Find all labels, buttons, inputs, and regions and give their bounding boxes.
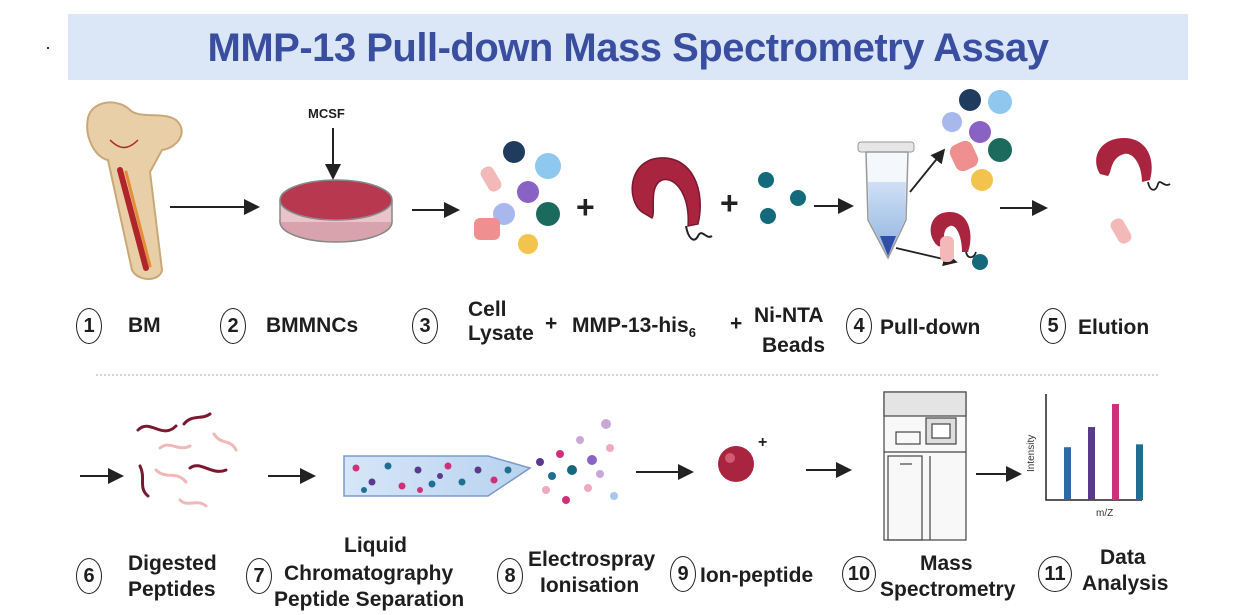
page-title: MMP-13 Pull-down Mass Spectrometry Assay [207, 26, 1049, 70]
plus-label-2: + [730, 312, 743, 335]
step-number-1: 1 [76, 308, 102, 344]
step-label-elution: Elution [1078, 316, 1150, 339]
reagent-mmp13-label: MMP-13-his6 [572, 314, 696, 341]
step-number-2: 2 [220, 308, 246, 344]
chart-bar [1088, 427, 1095, 500]
step-label-ion-peptide: Ion-peptide [700, 564, 814, 587]
plus-sign-2: + [720, 185, 739, 221]
eluted-protein-icon [1096, 138, 1171, 244]
reagent-mmp13-subscript: 6 [688, 325, 696, 341]
reagent-beads-line1: Ni-NTA [754, 304, 824, 327]
step-label-ionisation: Ionisation [540, 574, 640, 597]
step-label-analysis: Analysis [1082, 572, 1169, 595]
step-label-chromatography: Chromatography [284, 562, 454, 585]
chart-bar [1136, 444, 1143, 500]
ni-nta-beads-icon [758, 172, 806, 224]
step-label-data: Data [1100, 546, 1146, 569]
lc-column-icon [343, 455, 532, 497]
step-label-spectrometry: Spectrometry [880, 578, 1016, 601]
electrospray-droplets-icon [536, 419, 618, 504]
step-label-lysate: Lysate [468, 322, 534, 345]
step-number-3: 3 [412, 308, 438, 344]
cell-lysate-proteins-icon [474, 141, 561, 254]
step-label-bm: BM [128, 314, 161, 337]
mmp13-protein-icon [631, 157, 713, 241]
digested-peptides-icon [136, 412, 238, 508]
bone-icon [86, 101, 183, 280]
chart-x-axis-label: m/Z [1096, 508, 1114, 519]
plus-sign-1: + [576, 189, 595, 225]
chart-axes [1045, 394, 1142, 501]
chart-y-axis-label: Intensity [1026, 434, 1037, 472]
step-number-11: 11 [1038, 556, 1072, 592]
chart-bar [1112, 404, 1119, 500]
step-label-cell: Cell [468, 298, 507, 321]
row-divider [96, 374, 1158, 376]
mcsf-label: MCSF [308, 106, 345, 121]
bound-complex-icon [930, 212, 988, 270]
step-number-9: 9 [670, 556, 696, 592]
step-label-peptides: Peptides [128, 578, 216, 601]
chart-bar [1064, 447, 1071, 500]
step-label-pulldown: Pull-down [880, 316, 981, 339]
reagent-beads-line2: Beads [762, 334, 826, 357]
step-number-10: 10 [842, 556, 876, 592]
step-label-liquid: Liquid [344, 534, 407, 557]
step-label-electrospray: Electrospray [528, 548, 656, 571]
unbound-proteins-icon [942, 89, 1012, 191]
step-number-7: 7 [246, 558, 272, 594]
step-label-bmmncs: BMMNCs [266, 314, 359, 337]
step-number-8: 8 [497, 558, 523, 594]
step-number-4: 4 [846, 308, 872, 344]
ion-peptide-icon [718, 446, 754, 482]
step-number-5: 5 [1040, 308, 1066, 344]
intensity-bar-chart [1045, 394, 1143, 501]
ion-charge-label: + [758, 434, 768, 451]
plus-label-1: + [545, 312, 558, 335]
eppendorf-tube-icon [857, 141, 915, 260]
step-number-6: 6 [76, 558, 102, 594]
stray-dot [47, 47, 49, 49]
mass-spectrometer-icon [883, 391, 967, 541]
title-banner: MMP-13 Pull-down Mass Spectrometry Assay [68, 14, 1188, 80]
petri-dish-icon [279, 179, 393, 243]
step-label-peptide-separation: Peptide Separation [274, 588, 465, 611]
arrow-tube-up [909, 148, 946, 193]
step-label-mass: Mass [920, 552, 973, 575]
step-label-digested: Digested [128, 552, 217, 575]
